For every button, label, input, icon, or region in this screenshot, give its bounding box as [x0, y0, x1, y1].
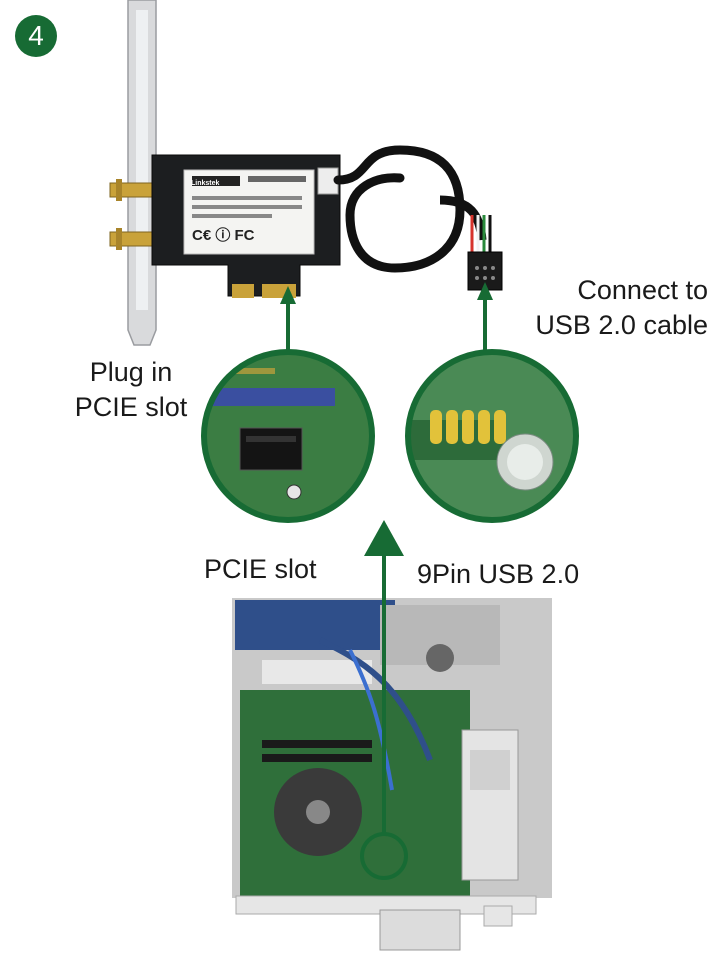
arrow-up-icon: [280, 286, 296, 304]
arrow-up-icon: [477, 282, 493, 300]
pcie-slot-caption: PCIE slot: [204, 554, 317, 584]
arrow-up-icon: [364, 520, 404, 556]
pcie-slot-zoom: [201, 349, 375, 523]
card-brand-text: Linkstek: [191, 180, 220, 187]
plug-in-label: Plug in PCIE slot: [66, 355, 196, 425]
plug-in-label-line1: Plug in: [89, 357, 173, 387]
step-number-badge: 4: [15, 15, 57, 57]
connect-usb-label: Connect to USB 2.0 cable: [512, 273, 708, 343]
card-certification-text: C€ ⓘ FC: [192, 226, 255, 244]
usb-header-zoom: [405, 349, 579, 523]
connect-usb-label-line2: USB 2.0 cable: [535, 310, 708, 340]
antenna-connector-icon: [109, 179, 153, 250]
wifi-card: [151, 154, 341, 298]
computer-case: [232, 598, 552, 951]
usb-header-caption: 9Pin USB 2.0: [417, 559, 580, 589]
connect-usb-label-line1: Connect to: [577, 275, 708, 305]
usb-cable: [333, 145, 503, 291]
plug-in-label-line2: PCIE slot: [74, 392, 188, 422]
